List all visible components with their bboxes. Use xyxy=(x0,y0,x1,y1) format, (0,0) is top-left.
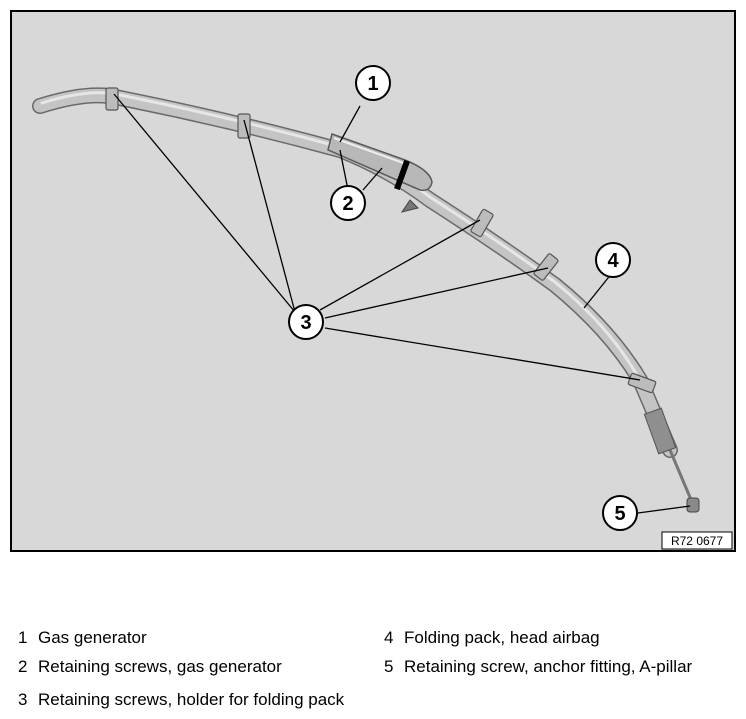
reference-number: R72 0677 xyxy=(671,534,723,548)
legend-number: 2 xyxy=(18,657,28,676)
legend-item-2: 2 Retaining screws, gas generator xyxy=(18,657,282,677)
legend-text: Gas generator xyxy=(38,628,147,647)
callout-4-circle xyxy=(595,242,631,278)
legend-number: 4 xyxy=(384,628,394,647)
legend-number: 3 xyxy=(18,690,28,709)
callout-2-circle xyxy=(330,185,366,221)
legend-text: Retaining screw, anchor fitting, A-pilla… xyxy=(404,657,693,676)
gas-generator xyxy=(327,133,433,192)
holder-clip-1 xyxy=(105,87,119,111)
legend-item-5: 5 Retaining screw, anchor fitting, A-pill… xyxy=(384,657,692,677)
leader-lines xyxy=(113,93,691,514)
callout-5-circle xyxy=(602,495,638,531)
callout-1-label: 1 xyxy=(367,73,378,95)
reference-box xyxy=(661,531,733,550)
legend-text: Retaining screws, gas generator xyxy=(38,657,282,676)
gas-generator-clamp xyxy=(394,159,410,191)
callout-3-circle xyxy=(288,304,324,340)
callout-4-label: 4 xyxy=(607,250,619,272)
callout-3-label: 3 xyxy=(300,312,311,334)
airbag-diagram: 1 2 3 4 5 R72 0677 xyxy=(10,10,736,552)
holder-clips xyxy=(105,87,657,394)
legend-item-4: 4 Folding pack, head airbag xyxy=(384,628,600,648)
anchor-strap xyxy=(668,449,694,503)
legend-item-1: 1 Gas generator xyxy=(18,628,147,648)
legend-number: 5 xyxy=(384,657,394,676)
legend-item-3: 3 Retaining screws, holder for folding pa… xyxy=(18,690,344,710)
callout-1-circle xyxy=(355,65,391,101)
gas-generator-bracket xyxy=(400,199,419,213)
callout-5-label: 5 xyxy=(614,503,625,525)
anchor-fitting xyxy=(686,497,700,513)
legend-number: 1 xyxy=(18,628,28,647)
legend-text: Folding pack, head airbag xyxy=(404,628,600,647)
holder-clip-4 xyxy=(533,253,559,281)
legend-text: Retaining screws, holder for folding pac… xyxy=(38,690,345,709)
legend: 1 Gas generator 2 Retaining screws, gas ge… xyxy=(0,620,746,719)
callout-2-label: 2 xyxy=(342,193,353,215)
holder-clip-3 xyxy=(470,208,494,238)
